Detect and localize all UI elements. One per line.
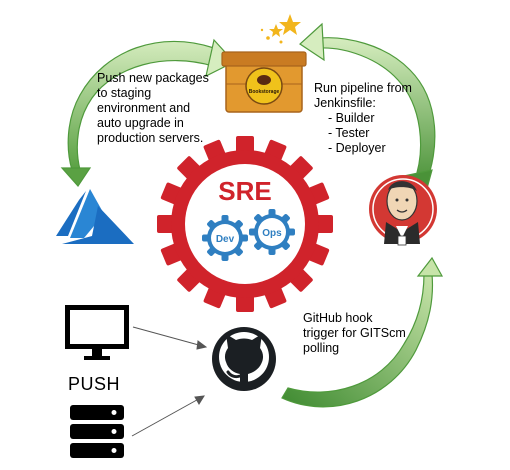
packages-note-line: auto upgrade in <box>97 116 184 130</box>
sre-gear <box>157 136 333 312</box>
packages-note-line: Push new packages <box>97 71 209 85</box>
hook-note-line: GitHub hook <box>303 311 373 325</box>
pipeline-heading-line: Jenkinsfile: <box>314 96 376 110</box>
pipeline-heading-line: Run pipeline from <box>314 81 412 95</box>
pipeline-step-deployer: - Deployer <box>328 141 386 155</box>
ops-label: Ops <box>262 228 282 239</box>
packages-note-line: to staging <box>97 86 152 100</box>
arrow-box-to-azure <box>60 38 235 187</box>
packages-note-line: environment and <box>97 101 191 115</box>
pipeline-step-tester: - Tester <box>328 126 370 140</box>
treasure-box-icon: Bookstorage <box>221 51 307 113</box>
jenkins-butler-icon <box>369 175 437 246</box>
stars-decoration <box>260 14 301 44</box>
pipeline-step-builder: - Builder <box>328 111 375 125</box>
box-label: Bookstorage <box>249 89 280 95</box>
github-octocat-icon <box>212 327 276 391</box>
pipeline-note: Run pipeline from Jenkinsfile: - Builder… <box>314 81 412 156</box>
push-label: PUSH <box>68 374 121 394</box>
packages-note-line: production servers. <box>97 131 204 145</box>
packages-note: Push new packages to staging environment… <box>97 71 209 146</box>
dev-gear <box>202 215 248 261</box>
monitor-icon <box>65 305 129 360</box>
push-connectors <box>131 326 208 437</box>
server-stack-icon <box>70 405 124 458</box>
azure-icon <box>56 189 134 244</box>
ops-gear <box>249 209 295 255</box>
hook-note-line: polling <box>303 341 340 355</box>
arrow-github-to-jenkins <box>281 256 444 408</box>
github-hook-note: GitHub hook trigger for GITScm polling <box>303 311 406 356</box>
sre-title: SRE <box>218 176 271 206</box>
dev-label: Dev <box>216 234 235 245</box>
hook-note-line: trigger for GITScm <box>303 326 406 340</box>
